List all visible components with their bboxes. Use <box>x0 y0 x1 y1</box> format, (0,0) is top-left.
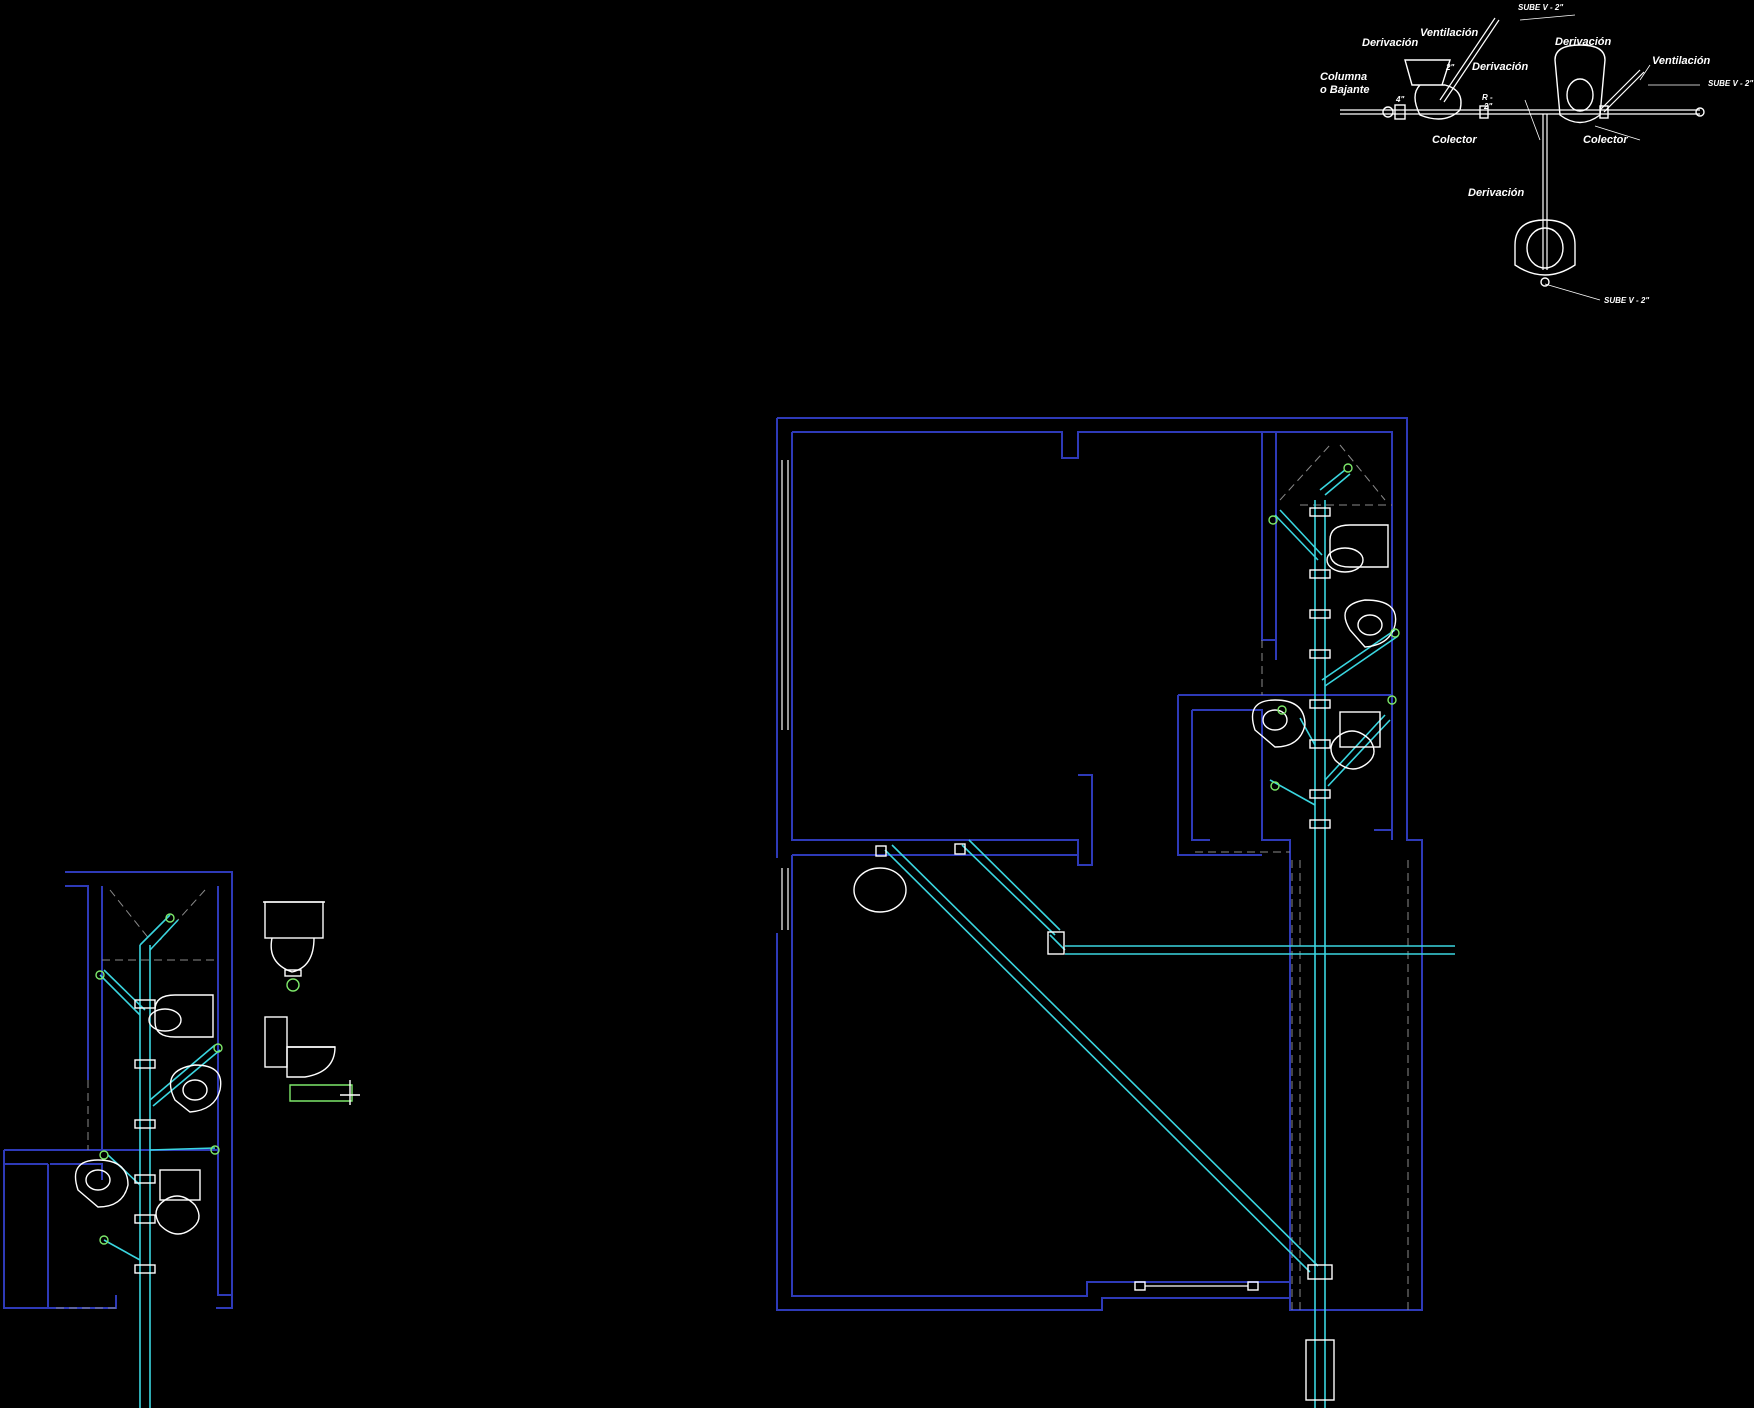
toilet-plan-2 <box>1330 730 1375 770</box>
label-colector-2: Colector <box>1583 134 1628 146</box>
floor-drain <box>853 867 907 913</box>
toilet-iso-fixture <box>1404 59 1462 120</box>
label-bajante: o Bajante <box>1320 84 1370 96</box>
floor-plan-main <box>776 417 1455 1408</box>
label-sube-right: SUBE V - 2" <box>1708 79 1753 88</box>
label-derivacion-2: Derivación <box>1555 36 1612 48</box>
label-derivacion-1: Derivación <box>1362 37 1419 49</box>
label-derivacion-4: Derivación <box>1468 187 1525 199</box>
label-r: R - <box>1482 93 1493 102</box>
toilet-plan-1 <box>1329 524 1389 568</box>
label-ventilacion-1: Ventilación <box>1420 27 1479 39</box>
label-sube-top: SUBE V - 2" <box>1518 3 1563 12</box>
label-4in: 4" <box>1395 95 1404 104</box>
urinal-plan-1 <box>1344 599 1397 648</box>
toilet-left-2 <box>155 1195 200 1235</box>
label-columna: Columna <box>1320 71 1367 83</box>
label-derivacion-3: Derivación <box>1472 61 1529 73</box>
label-2in: 2" <box>1445 63 1454 72</box>
isometric-detail: SUBE V - 2" Ventilación Derivación Deriv… <box>1320 3 1753 305</box>
urinal-iso-fixture <box>1554 44 1606 124</box>
urinal-left-1 <box>169 1064 222 1113</box>
label-sube-bottom: SUBE V - 2" <box>1604 296 1649 305</box>
urinal-plan-2 <box>1251 699 1306 748</box>
label-ventilacion-2: Ventilación <box>1652 55 1711 67</box>
floor-plan-left <box>3 871 233 1408</box>
label-r2: 2" <box>1483 102 1492 111</box>
urinal-lower-fixture <box>1514 219 1576 276</box>
label-colector-1: Colector <box>1432 134 1477 146</box>
urinal-left-2 <box>74 1159 129 1208</box>
toilet-elevations <box>263 901 360 1105</box>
